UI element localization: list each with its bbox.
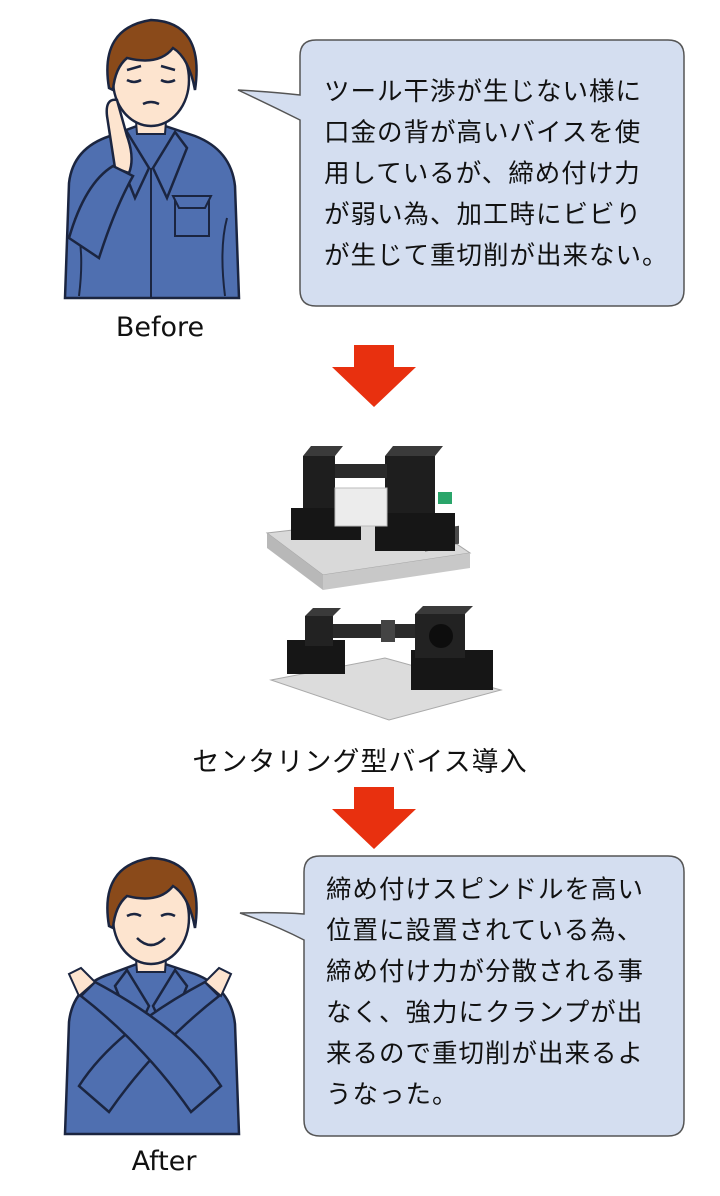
worried-worker-illustration [63, 18, 241, 300]
after-caption: After [131, 1146, 197, 1177]
before-bubble-text: ツール干渉が生じない様に 口金の背が高いバイスを使 用しているが、締め付け力 が… [324, 77, 669, 271]
down-arrow-icon [332, 345, 416, 407]
before-caption: Before [115, 312, 205, 343]
happy-worker-illustration [63, 856, 241, 1136]
vise-product-image [265, 446, 503, 721]
product-label: センタリング型バイス導入 [192, 747, 528, 778]
down-arrow-icon [332, 787, 416, 849]
after-bubble-text: 締め付けスピンドルを高い 位置に設置されている為、 締め付け力が分散される事 な… [326, 875, 645, 1110]
before-speech-bubble [237, 39, 685, 307]
